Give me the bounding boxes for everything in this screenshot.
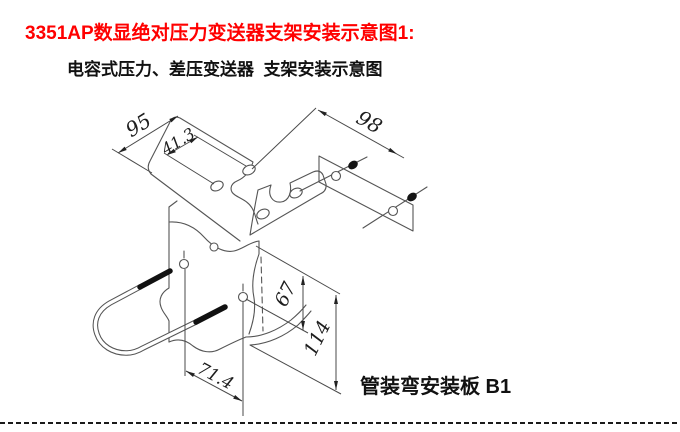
dimension-114: 114 <box>249 295 342 395</box>
plate-hole-2 <box>387 205 399 217</box>
wing-slot-1 <box>256 208 270 220</box>
dimension-98: 98 <box>251 105 405 170</box>
diagram-caption: 管装弯安装板 B1 <box>360 376 512 398</box>
dimension-label-98: 98 <box>352 105 386 138</box>
dimension-label-95: 95 <box>121 108 155 142</box>
dimension-67: 67 <box>245 245 341 334</box>
plate-hole-1 <box>330 170 342 182</box>
dimension-label-67: 67 <box>270 278 301 310</box>
dimension-41-3: 41.3 <box>157 124 247 185</box>
left-plate-slot-1 <box>210 180 224 192</box>
diagram-subtitle: 电容式压力、差压变送器 支架安装示意图 <box>67 60 383 79</box>
left-plate-slot-2 <box>242 164 256 176</box>
mounting-plate <box>299 155 428 232</box>
left-flange-plate <box>147 116 259 242</box>
u-bolt-thread-icon <box>193 304 228 325</box>
u-bolt-clamp <box>92 268 228 356</box>
bolt-icon <box>407 192 417 202</box>
dimension-label-41-3: 41.3 <box>157 124 198 159</box>
dimension-label-114: 114 <box>300 317 336 359</box>
bracket-body <box>159 200 312 353</box>
u-bolt-thread-icon <box>137 268 173 290</box>
bolt-icon <box>348 160 358 170</box>
bracket-mount-holes <box>178 250 249 303</box>
right-flange-wing <box>249 170 327 236</box>
body-small-hole <box>209 242 219 252</box>
dimension-label-71-4: 71.4 <box>194 359 237 394</box>
page-title: 3351AP数显绝对压力变送器支架安装示意图1: <box>25 23 415 44</box>
